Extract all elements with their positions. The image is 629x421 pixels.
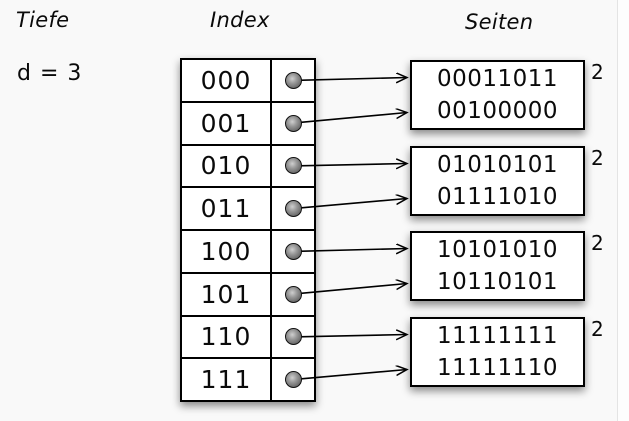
page-entry: 10101010 <box>436 237 559 263</box>
pointer-cell <box>272 231 314 272</box>
pointer-knob-icon <box>284 328 302 346</box>
index-cell: 101 <box>182 273 272 315</box>
index-cell: 000 <box>182 60 272 101</box>
index-row: 011 <box>182 186 314 229</box>
page-entry: 00011011 <box>436 66 559 92</box>
index-cell: 011 <box>182 188 272 229</box>
pointer-cell <box>272 146 314 187</box>
index-table: 000 001 010 011 100 101 110 111 <box>180 58 316 402</box>
pointer-cell <box>272 103 314 144</box>
page-box: 10101010 10110101 <box>410 231 585 301</box>
pointer-cell <box>272 60 314 101</box>
page-entry: 01010101 <box>436 152 559 178</box>
index-row: 010 <box>182 143 314 187</box>
index-row: 101 <box>182 271 314 315</box>
page-local-depth: 2 <box>591 60 604 84</box>
index-cell: 100 <box>182 231 272 272</box>
depth-column-header: Tiefe <box>16 8 70 32</box>
index-row: 111 <box>182 357 314 400</box>
index-column-header: Index <box>210 8 270 32</box>
index-row: 110 <box>182 314 314 358</box>
page-entry: 11111110 <box>436 355 559 381</box>
index-cell: 111 <box>182 359 272 400</box>
pointer-knob-icon <box>284 371 302 389</box>
pointer-cell <box>272 359 314 400</box>
page-entry: 00100000 <box>436 98 559 124</box>
pointer-knob-icon <box>284 157 302 175</box>
page-local-depth: 2 <box>591 317 604 341</box>
page-entry: 01111010 <box>436 184 559 210</box>
pointer-cell <box>272 188 314 229</box>
pointer-cell <box>272 317 314 358</box>
page-box: 11111111 11111110 <box>410 317 585 387</box>
pointer-knob-icon <box>284 114 302 132</box>
pages-column-header: Seiten <box>465 10 534 34</box>
page-box: 01010101 01111010 <box>410 146 585 216</box>
global-depth-value: d = 3 <box>17 61 83 86</box>
index-row: 000 <box>182 60 314 101</box>
index-cell: 001 <box>182 102 272 144</box>
page-box: 00011011 00100000 <box>410 60 585 130</box>
pointer-knob-icon <box>284 200 302 218</box>
page-local-depth: 2 <box>591 146 604 170</box>
pointer-knob-icon <box>284 285 302 303</box>
index-row: 001 <box>182 100 314 144</box>
page-entry: 11111111 <box>436 323 559 349</box>
page-entry: 10110101 <box>436 269 559 295</box>
pointer-knob-icon <box>284 242 302 260</box>
page-local-depth: 2 <box>591 231 604 255</box>
pointer-knob-icon <box>284 71 302 89</box>
slide-edge <box>617 0 629 421</box>
index-cell: 010 <box>182 145 272 187</box>
pointer-cell <box>272 274 314 315</box>
index-cell: 110 <box>182 316 272 358</box>
index-row: 100 <box>182 229 314 272</box>
